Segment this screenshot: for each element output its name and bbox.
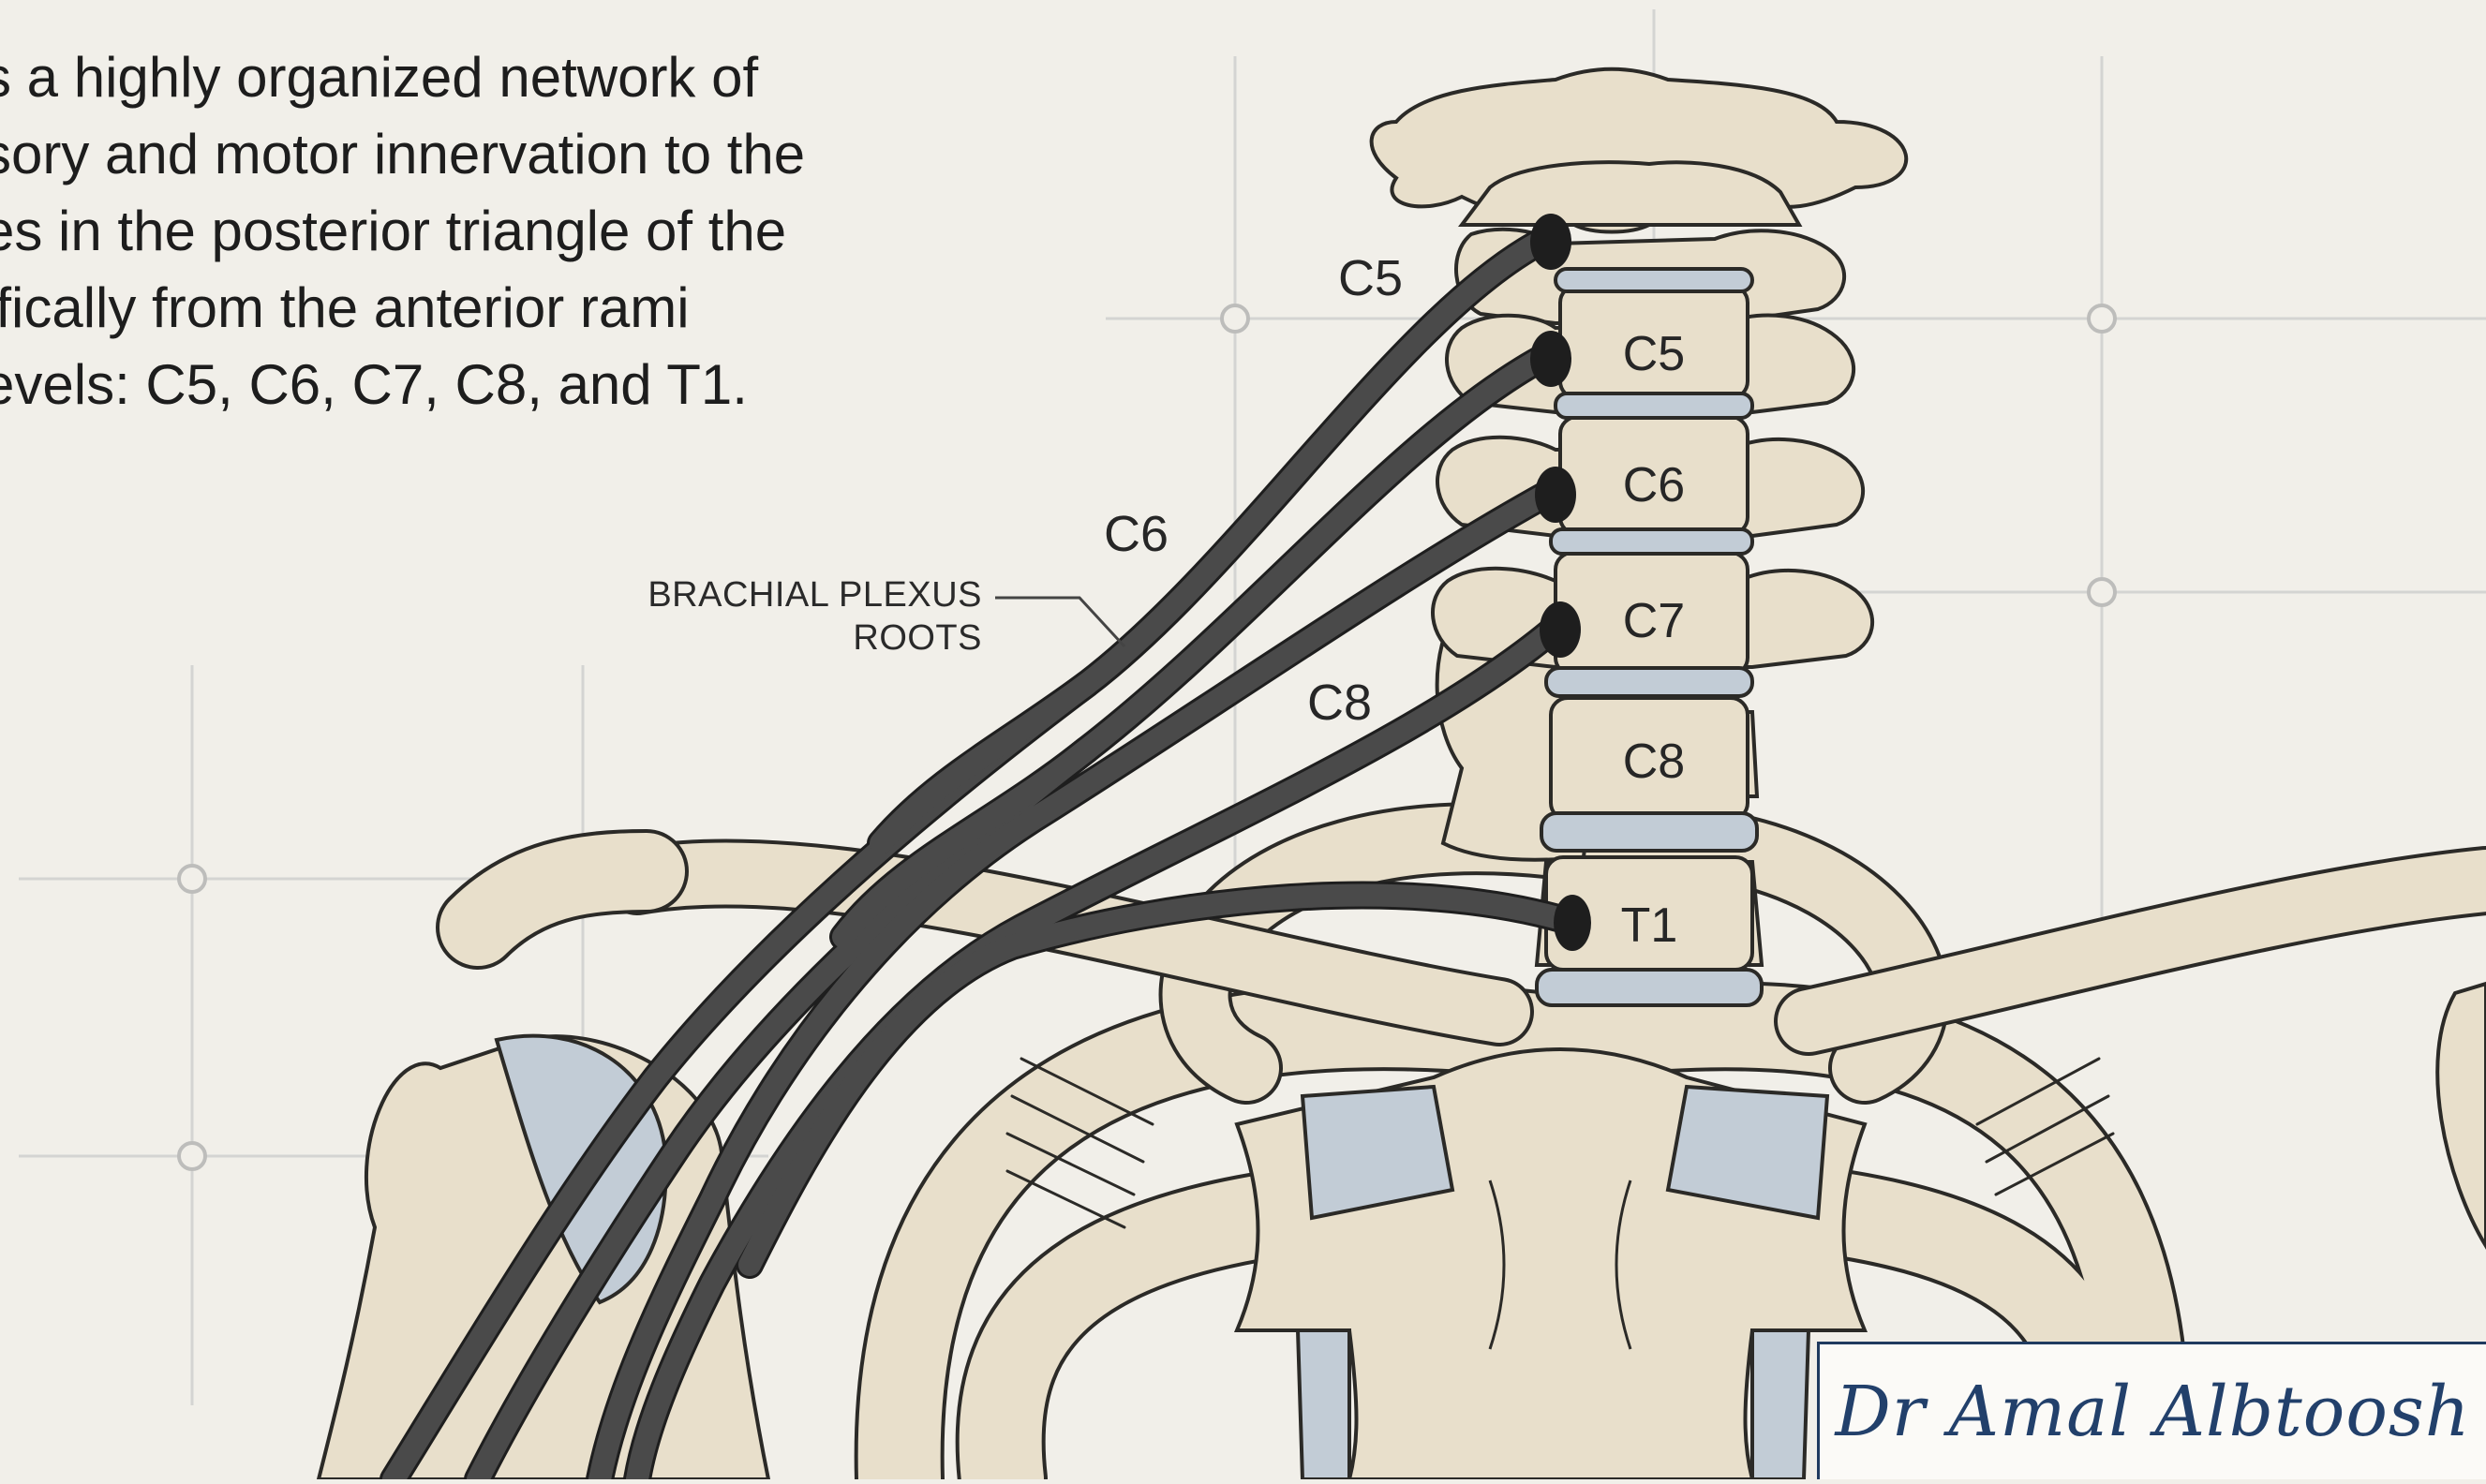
intro-line: evels: C5, C6, C7, C8, and T1. xyxy=(0,347,920,423)
intro-paragraph: s a highly organized network of sory and… xyxy=(0,39,920,423)
brachial-plexus-callout: BRACHIAL PLEXUS ROOTS xyxy=(562,573,982,660)
callout-leader-line xyxy=(995,598,1124,646)
callout-line-1: BRACHIAL PLEXUS xyxy=(562,573,982,616)
intro-line: ifically from the anterior rami xyxy=(0,270,920,347)
intro-line: sory and motor innervation to the xyxy=(0,116,920,193)
signature-box: Dr Amal Albtoosh xyxy=(1817,1342,2486,1479)
intro-line: s a highly organized network of xyxy=(0,39,920,116)
callout-line-2: ROOTS xyxy=(562,616,982,660)
sternum xyxy=(1237,1049,1865,1479)
root-label-c5: C5 xyxy=(1338,250,1403,306)
vertebra-label-c5: C5 xyxy=(1623,327,1685,381)
vertebra-label-c7: C7 xyxy=(1623,594,1685,648)
vertebra-label-c8: C8 xyxy=(1623,735,1685,789)
root-label-c6: C6 xyxy=(1104,506,1169,562)
vertebra-label-t1: T1 xyxy=(1621,898,1678,953)
vertebra-label-c6: C6 xyxy=(1623,458,1685,512)
intro-line: es in the posterior triangle of the xyxy=(0,193,920,270)
signature-text: Dr Amal Albtoosh xyxy=(1835,1372,2470,1452)
root-label-c8: C8 xyxy=(1307,675,1372,731)
